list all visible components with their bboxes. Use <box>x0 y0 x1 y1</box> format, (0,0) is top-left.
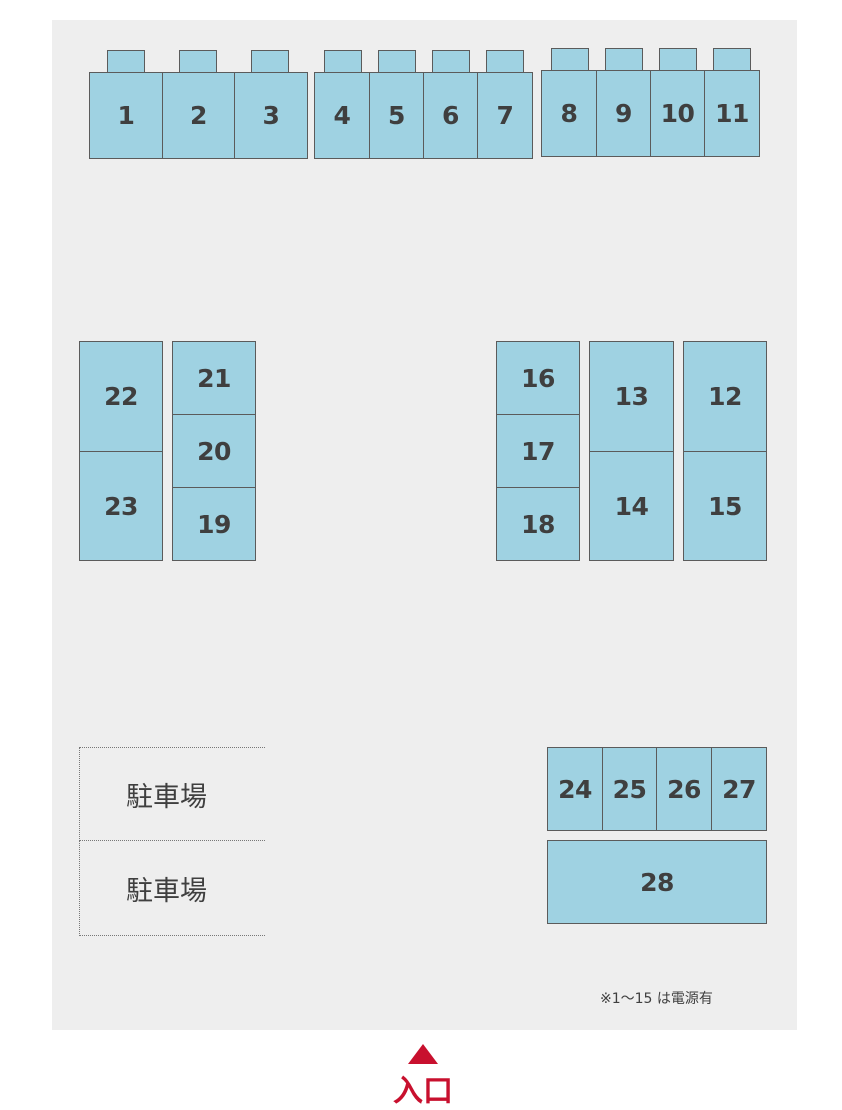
stall-tab <box>605 48 643 70</box>
stall-8[interactable]: 8 <box>541 70 597 157</box>
stall-15[interactable]: 15 <box>683 451 767 561</box>
stall-10[interactable]: 10 <box>650 70 705 157</box>
stall-tab <box>179 50 217 72</box>
stall-17[interactable]: 17 <box>496 414 580 488</box>
stall-4[interactable]: 4 <box>314 72 370 159</box>
parking-area: 駐車場 <box>79 841 265 936</box>
stall-13[interactable]: 13 <box>589 341 674 452</box>
stall-22[interactable]: 22 <box>79 341 163 452</box>
entrance-label: 入口 <box>393 1074 453 1109</box>
stall-6[interactable]: 6 <box>423 72 478 159</box>
stall-tab <box>432 50 470 72</box>
stall-23[interactable]: 23 <box>79 451 163 561</box>
stall-24[interactable]: 24 <box>547 747 603 831</box>
parking-label: 駐車場 <box>126 875 207 907</box>
stall-5[interactable]: 5 <box>369 72 424 159</box>
stall-25[interactable]: 25 <box>602 747 657 831</box>
stall-14[interactable]: 14 <box>589 451 674 561</box>
stall-7[interactable]: 7 <box>477 72 533 159</box>
stall-21[interactable]: 21 <box>172 341 256 415</box>
stall-28[interactable]: 28 <box>547 840 767 924</box>
stall-tab <box>659 48 697 70</box>
stall-tab <box>486 50 524 72</box>
stall-16[interactable]: 16 <box>496 341 580 415</box>
stall-3[interactable]: 3 <box>234 72 308 159</box>
stall-11[interactable]: 11 <box>704 70 760 157</box>
parking-area: 駐車場 <box>79 747 265 841</box>
stall-tab <box>378 50 416 72</box>
stall-2[interactable]: 2 <box>162 72 235 159</box>
parking-label: 駐車場 <box>126 781 207 813</box>
stall-tab <box>713 48 751 70</box>
stall-19[interactable]: 19 <box>172 487 256 561</box>
power-note: ※1〜15 は電源有 <box>600 991 713 1007</box>
stall-26[interactable]: 26 <box>656 747 712 831</box>
venue-map: 1 2 3 4 5 6 7 8 9 10 11 22 23 21 20 19 1… <box>52 20 797 1030</box>
stall-tab <box>551 48 589 70</box>
stall-tab <box>324 50 362 72</box>
stall-tab <box>107 50 145 72</box>
entrance-arrow-icon <box>408 1044 438 1064</box>
stall-27[interactable]: 27 <box>711 747 767 831</box>
stall-12[interactable]: 12 <box>683 341 767 452</box>
stall-18[interactable]: 18 <box>496 487 580 561</box>
stall-1[interactable]: 1 <box>89 72 163 159</box>
stall-20[interactable]: 20 <box>172 414 256 488</box>
stall-9[interactable]: 9 <box>596 70 651 157</box>
stall-tab <box>251 50 289 72</box>
